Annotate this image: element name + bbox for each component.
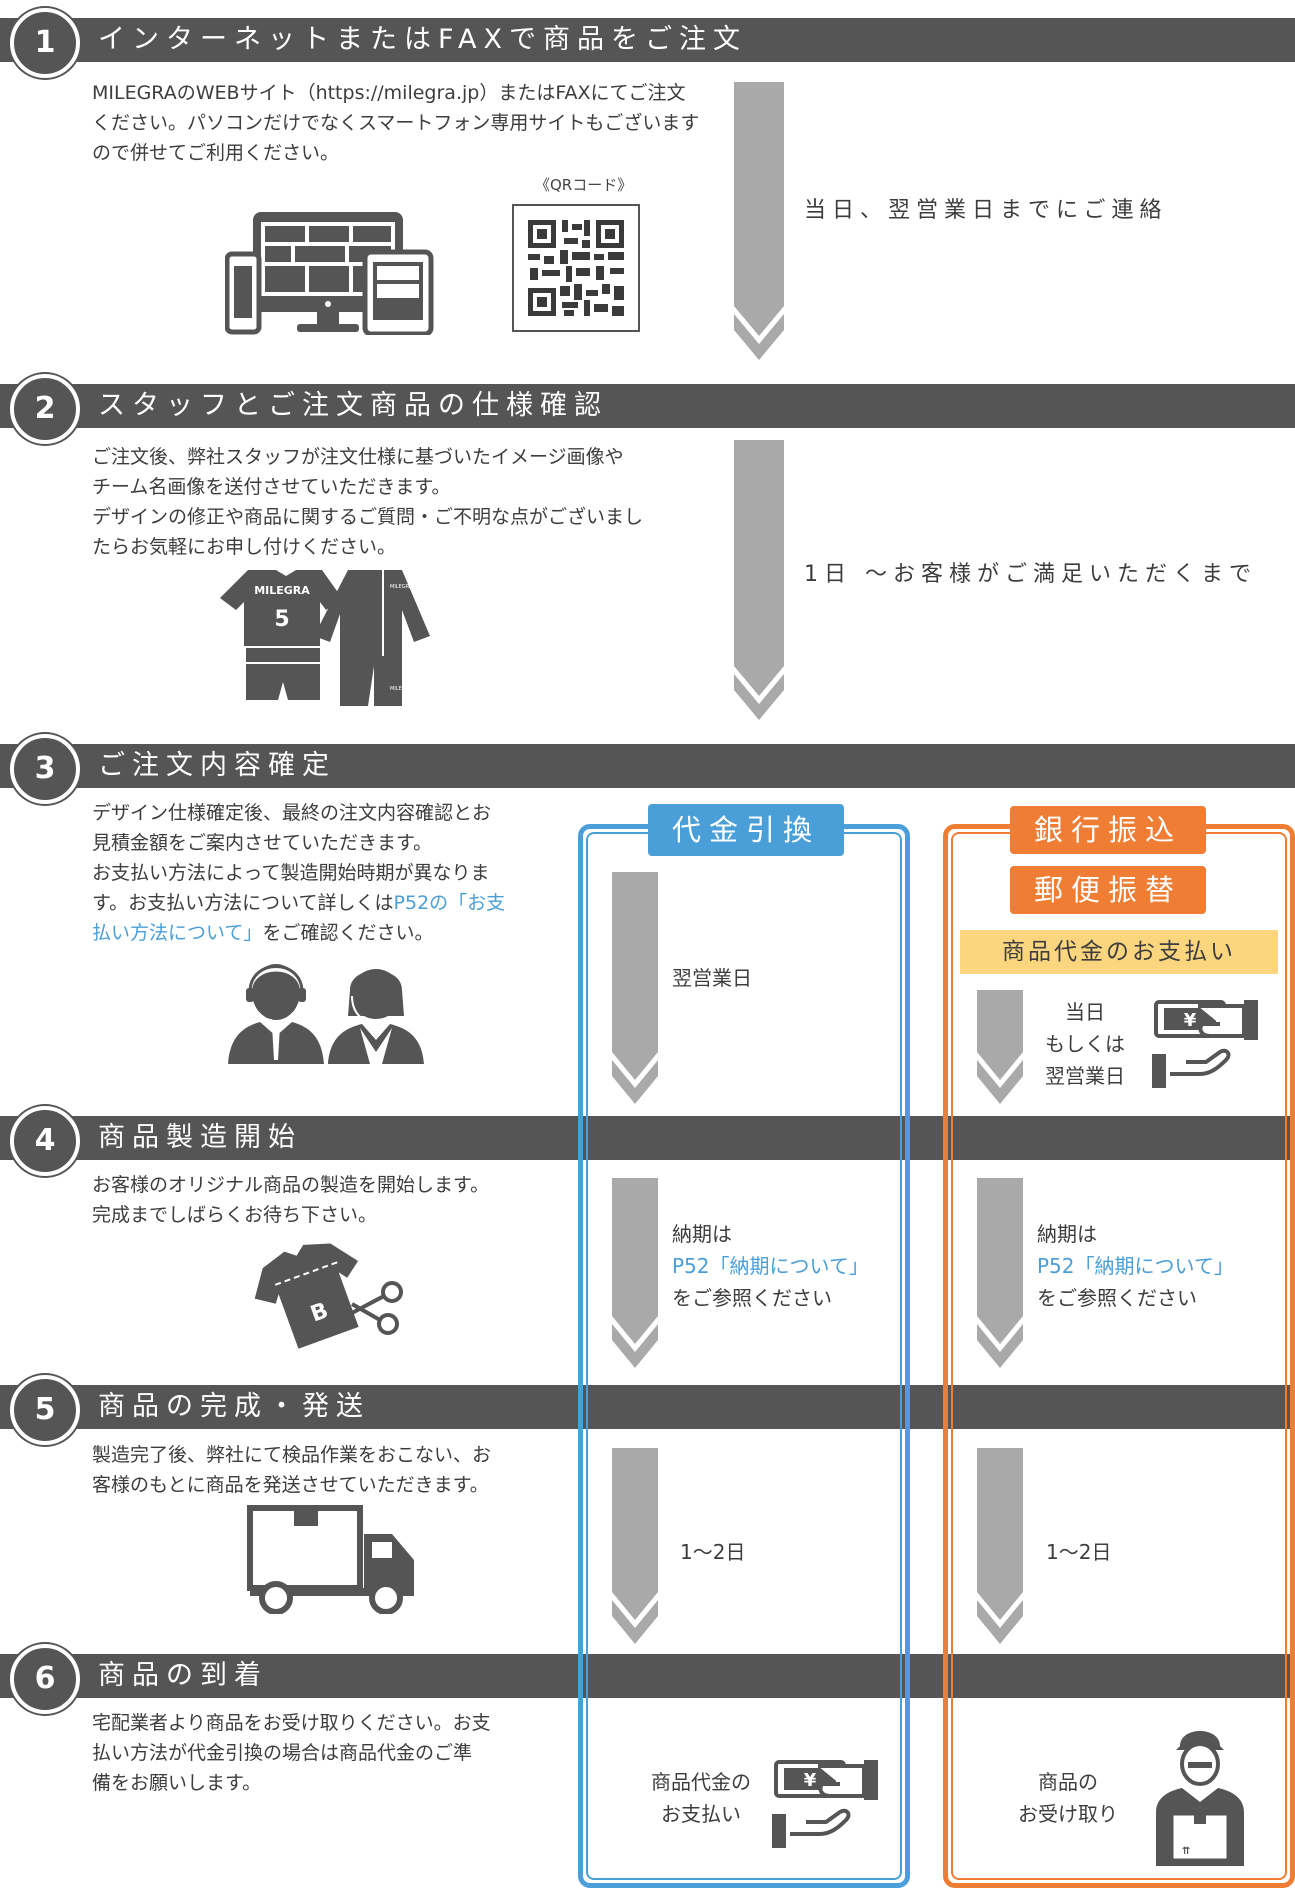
jacket-brand-text: MILEGRA (390, 584, 413, 590)
payment-link-b[interactable]: 払い方法について」 (92, 922, 263, 944)
cod-final-note: 商品代金の お支払い (651, 1770, 751, 1826)
cod-label: 代金引換 (648, 804, 844, 856)
step2-number: 2 (10, 374, 80, 444)
step4-number: 4 (10, 1106, 80, 1176)
step3-number: 3 (10, 734, 80, 804)
step5-band: 商品の完成・発送 (0, 1385, 1295, 1429)
step1-band: インターネットまたはFAXで商品をご注文 (0, 18, 1295, 62)
step5-title: 商品の完成・発送 (98, 1391, 370, 1422)
cod-arrow-step4 (612, 1178, 658, 1368)
step1-description: MILEGRAのWEBサイト（https://milegra.jp）またはFAX… (92, 82, 700, 164)
svg-text:⇈: ⇈ (1182, 1846, 1190, 1857)
bank-money-icon: ¥ (1152, 1000, 1258, 1088)
cod-step5-note: 1〜2日 (680, 1540, 746, 1564)
cod-step3-note: 翌営業日 (672, 966, 752, 990)
bank-payment-timing: 当日 もしくは 翌営業日 (1045, 1000, 1125, 1088)
step1-number: 1 (10, 8, 80, 78)
step6-description: 宅配業者より商品をお受け取りください。お支 払い方法が代金引換の場合は商品代金の… (92, 1712, 491, 1794)
pants-brand-text: MILEGRA (390, 686, 413, 692)
bank-delivery-link[interactable]: P52「納期について」 (1037, 1254, 1234, 1278)
step3-band: ご注文内容確定 (0, 744, 1295, 788)
bank-step5-note: 1〜2日 (1046, 1540, 1112, 1564)
shirt-brand-text: MILEGRA (254, 584, 310, 597)
uniform-icon: MILEGRA 5 MILEGRA MILEGRA (220, 570, 430, 706)
cod-arrow-step5 (612, 1448, 658, 1644)
step2-band: スタッフとご注文商品の仕様確認 (0, 384, 1295, 428)
qr-code-box (512, 204, 640, 332)
step6-number: 6 (10, 1644, 80, 1714)
truck-icon (247, 1505, 414, 1614)
bank-payment-banner: 商品代金のお支払い (960, 930, 1278, 974)
bank-arrow-step5 (977, 1448, 1023, 1644)
bank-label-1: 銀行振込 (1010, 806, 1206, 854)
step1-lead-time: 当日、翌営業日までにご連絡 (804, 198, 1168, 223)
step4-band: 商品製造開始 (0, 1116, 1295, 1160)
step6-title: 商品の到着 (98, 1660, 268, 1691)
qr-label: 《QRコード》 (535, 176, 633, 194)
cod-arrow-step3 (612, 872, 658, 1104)
cod-step4-note: 納期は P52「納期について」 をご参照ください (672, 1222, 869, 1310)
step2-lead-time: 1日 〜お客様がご満足いただくまで (804, 562, 1257, 587)
bank-label-2: 郵便振替 (1010, 866, 1206, 914)
bank-final-note: 商品の お受け取り (1018, 1770, 1118, 1826)
bank-step4-note: 納期は P52「納期について」 をご参照ください (1037, 1222, 1234, 1310)
operators-icon (228, 964, 424, 1064)
step2-title: スタッフとご注文商品の仕様確認 (98, 390, 608, 421)
devices-icon (225, 212, 434, 335)
step5-number: 5 (10, 1375, 80, 1445)
bank-arrow-step4 (977, 1178, 1023, 1368)
tailoring-icon: B (254, 1243, 403, 1349)
cod-delivery-link[interactable]: P52「納期について」 (672, 1254, 869, 1278)
step3-title: ご注文内容確定 (98, 750, 336, 781)
money-symbol: ¥ (804, 1770, 817, 1791)
step2-description: ご注文後、弊社スタッフが注文仕様に基づいたイメージ画像や チーム名画像を送付させ… (92, 446, 644, 558)
step5-description: 製造完了後、弊社にて検品作業をおこない、お 客様のもとに商品を発送させていただき… (92, 1444, 492, 1496)
money-handover-icon: ¥ (772, 1760, 878, 1848)
step1-title: インターネットまたはFAXで商品をご注文 (98, 24, 748, 55)
step6-band: 商品の到着 (0, 1654, 1295, 1698)
flow-arrow-step1 (734, 82, 784, 360)
shirt-number-text: 5 (274, 607, 289, 632)
qr-code-icon (528, 220, 624, 316)
bank-money-symbol: ¥ (1184, 1010, 1197, 1031)
payment-link-a[interactable]: P52の「お支 (393, 892, 506, 914)
delivery-person-icon: ⇈ (1156, 1731, 1244, 1866)
bank-arrow-step3 (977, 990, 1023, 1104)
step4-title: 商品製造開始 (98, 1122, 302, 1153)
flow-arrow-step2 (734, 440, 784, 720)
step4-description: お客様のオリジナル商品の製造を開始します。 完成までしばらくお待ち下さい。 (92, 1174, 490, 1226)
step3-description: デザイン仕様確定後、最終の注文内容確認とお 見積金額をご案内させていただきます。… (92, 802, 506, 944)
